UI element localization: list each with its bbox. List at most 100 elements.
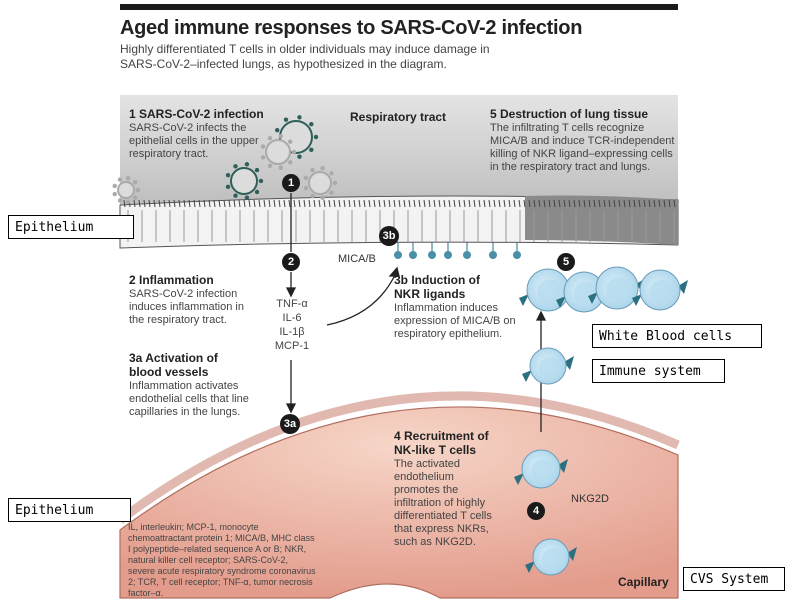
virus-spike <box>267 135 273 141</box>
cilium <box>308 199 311 208</box>
cilium <box>253 199 256 208</box>
cytokine-il6: IL-6 <box>282 312 302 324</box>
cilium <box>173 199 176 208</box>
respiratory-tract-label: Respiratory tract <box>350 110 447 124</box>
cilium <box>523 199 526 208</box>
cilium <box>588 199 591 208</box>
cilium <box>568 199 571 208</box>
cilium <box>298 199 301 208</box>
mica-ligand-icon <box>463 251 471 259</box>
virus-spike <box>112 191 117 197</box>
cilium <box>503 199 506 208</box>
virus-spike <box>320 166 325 171</box>
cilium <box>158 199 161 208</box>
cilium <box>383 199 386 208</box>
badge-1: 1 <box>282 174 300 192</box>
virus-spike <box>117 198 123 203</box>
cilium <box>283 199 286 208</box>
virus-icon <box>265 139 291 165</box>
cilium <box>378 199 381 208</box>
virus-spike <box>278 165 283 170</box>
cytokine-tnf: TNF-α <box>276 298 308 310</box>
virus-spike <box>309 147 314 153</box>
cilium <box>458 199 461 208</box>
cilium <box>143 199 146 208</box>
cilium <box>403 199 406 208</box>
virus-spike <box>297 154 302 159</box>
cilium <box>233 199 236 208</box>
cilium <box>368 199 371 208</box>
virus-spike <box>254 167 260 173</box>
badge-2: 2 <box>282 253 300 271</box>
cilium <box>228 199 231 208</box>
t-cell-nucleus <box>606 277 632 303</box>
cilium <box>518 199 521 208</box>
virus-spike <box>288 139 293 144</box>
cilium <box>433 199 436 208</box>
arrow-to-3b <box>326 274 396 326</box>
cilium <box>198 199 201 208</box>
virus-spike <box>278 134 283 139</box>
virus-spike <box>260 155 266 160</box>
t-cell-nucleus <box>537 279 563 305</box>
cilium <box>563 199 566 208</box>
cilium <box>548 199 551 208</box>
nkg2d-receptor-icon <box>588 292 598 304</box>
cilium <box>168 199 171 208</box>
mica-ligand-icon <box>394 251 402 259</box>
cilium <box>653 199 656 208</box>
virus-spike <box>283 117 289 122</box>
cilium <box>258 199 261 208</box>
cilium <box>178 199 181 208</box>
cilium <box>443 199 446 208</box>
cilium <box>573 199 576 208</box>
step1-title: 1 SARS-CoV-2 infection <box>129 107 264 121</box>
virus-spike <box>303 185 309 191</box>
cilium <box>398 199 401 208</box>
nkg2d-receptor-icon <box>558 459 568 473</box>
cilium <box>558 199 561 208</box>
virus-spike <box>313 134 319 140</box>
mica-ligand-icon <box>489 251 497 259</box>
cilium <box>238 199 241 208</box>
virus-spike <box>291 149 297 155</box>
t-cell-nucleus <box>539 357 561 379</box>
cilium <box>268 199 271 208</box>
virus-spike <box>267 163 273 169</box>
cytokine-mcp1: MCP-1 <box>274 340 310 352</box>
virus-spike <box>297 115 302 120</box>
cilium <box>273 199 276 208</box>
t-cell-nucleus <box>650 280 674 304</box>
cilium <box>148 199 151 208</box>
step3b-title: 3b Induction of NKR ligands <box>394 273 480 301</box>
t-cell-nucleus <box>542 548 564 570</box>
cilium <box>138 199 141 208</box>
virus-spike <box>332 180 338 186</box>
cilium <box>208 199 211 208</box>
cilium <box>593 199 596 208</box>
virus-spike <box>125 199 131 205</box>
cilium <box>323 199 326 208</box>
cilium <box>183 199 186 208</box>
cilium <box>658 199 661 208</box>
step1-text: SARS-CoV-2 infects the epithelial cells … <box>129 122 259 160</box>
annotation-epithelium-bottom: Epithelium <box>8 498 131 522</box>
cilium <box>408 199 411 208</box>
nkg2d-receptor-icon <box>564 356 574 370</box>
cilium <box>193 199 196 208</box>
cilium <box>468 199 471 208</box>
annotation-epithelium-top: Epithelium <box>8 215 134 239</box>
cilium <box>313 199 316 208</box>
virus-spike <box>233 164 238 169</box>
cilium <box>338 199 341 208</box>
cilium <box>648 199 651 208</box>
cilium <box>363 199 366 208</box>
cilium <box>373 199 376 208</box>
virus-spike <box>303 175 309 181</box>
cilium <box>663 199 666 208</box>
virus-spike <box>329 190 334 195</box>
cilium <box>668 199 671 208</box>
cilium <box>413 199 416 208</box>
cilium <box>388 199 391 208</box>
cilium <box>123 199 126 208</box>
